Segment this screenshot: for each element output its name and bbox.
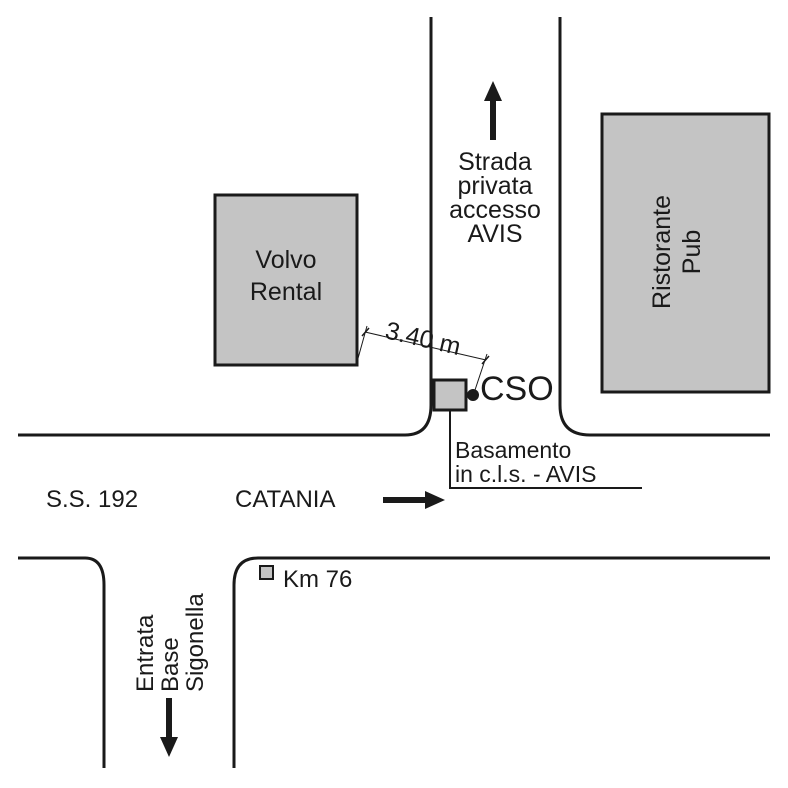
km-marker-label: Km 76 bbox=[283, 566, 352, 593]
cso-point bbox=[467, 389, 479, 401]
private-road-label-line2: privata bbox=[457, 172, 532, 200]
private-road-left-edge bbox=[18, 17, 433, 437]
volvo-label-line2: Rental bbox=[250, 278, 322, 306]
base-entrance-label-line1: Entrata bbox=[132, 614, 159, 692]
arrow-right-icon bbox=[383, 491, 445, 509]
ristorante-label-line2: Pub bbox=[678, 230, 706, 274]
ristorante-pub-building bbox=[600, 112, 771, 394]
arrow-down-icon bbox=[160, 698, 178, 757]
private-road-label-line1: Strada bbox=[458, 148, 532, 176]
volvo-label-line1: Volvo bbox=[255, 246, 316, 274]
distance-label: 3.40 m bbox=[383, 317, 464, 361]
km-marker-icon bbox=[259, 565, 274, 580]
catania-label: CATANIA bbox=[235, 486, 335, 513]
basamento-block bbox=[432, 378, 468, 412]
private-road-right-edge bbox=[558, 17, 770, 437]
ristorante-label-line1: Ristorante bbox=[648, 195, 676, 309]
cso-label: CSO bbox=[480, 370, 554, 408]
private-road-label-line4: AVIS bbox=[467, 220, 522, 248]
base-entrance-label-line2: Base bbox=[157, 637, 184, 692]
distance-dimension bbox=[356, 325, 490, 391]
highway-label: S.S. 192 bbox=[46, 486, 138, 513]
arrow-up-icon bbox=[484, 81, 502, 140]
highway-south-edge-left bbox=[18, 556, 106, 768]
base-entrance-label-line3: Sigonella bbox=[182, 593, 209, 692]
private-road-label-line3: accesso bbox=[449, 196, 541, 224]
basamento-label-line2: in c.l.s. - AVIS bbox=[455, 461, 596, 487]
highway-south-edge-right bbox=[232, 556, 770, 768]
basamento-leader-line bbox=[449, 410, 642, 489]
basamento-label-line1: Basamento bbox=[455, 437, 571, 463]
volvo-rental-building bbox=[213, 193, 359, 367]
